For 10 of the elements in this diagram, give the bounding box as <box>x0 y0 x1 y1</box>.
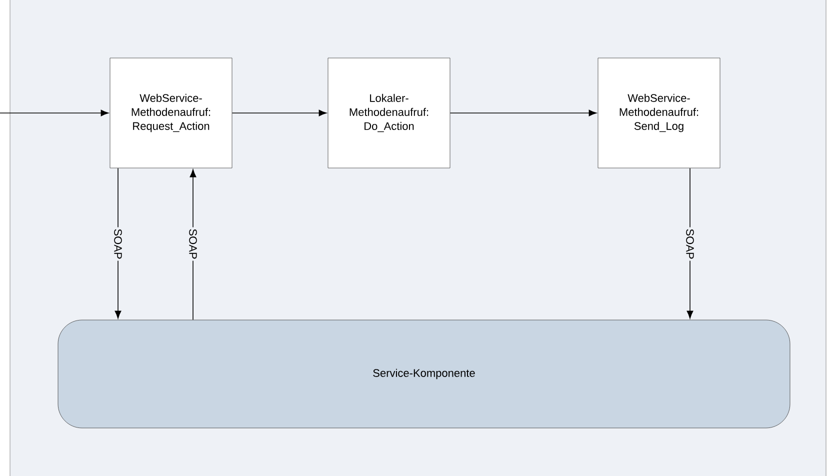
process-box: WebService-Methodenaufruf: Send_Log <box>598 58 720 168</box>
process-box: WebService-Methodenaufruf: Request_Action <box>110 58 232 168</box>
edge-label: SOAP <box>112 227 124 261</box>
edge-label: SOAP <box>684 227 696 261</box>
process-box: Lokaler-Methodenaufruf: Do_Action <box>328 58 450 168</box>
arrow <box>450 110 597 116</box>
arrow <box>232 110 327 116</box>
component-box: Service-Komponente <box>58 320 790 428</box>
edge-label: SOAP <box>188 227 198 261</box>
arrow <box>0 110 109 116</box>
